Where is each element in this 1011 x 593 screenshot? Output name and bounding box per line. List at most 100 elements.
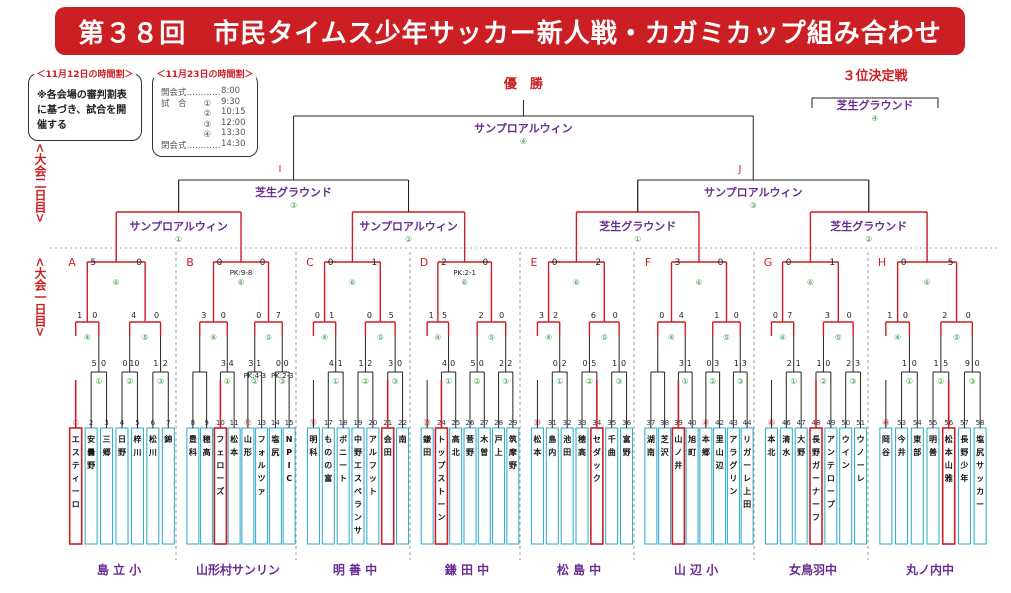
- team-name-char: 田: [423, 448, 431, 457]
- team-name-char: の: [324, 448, 332, 457]
- team-box: [854, 427, 868, 545]
- team-name-char: 北: [452, 447, 460, 457]
- team-box: [130, 427, 144, 545]
- score: 4: [442, 359, 447, 368]
- score: 1: [358, 359, 363, 368]
- team-name-char: ロ: [72, 500, 80, 509]
- score: 4: [679, 311, 684, 320]
- score: 3: [742, 359, 747, 368]
- team-box: [321, 427, 335, 545]
- team-name-char: 部: [913, 447, 921, 457]
- team-name-char: 島: [548, 434, 556, 444]
- qf-venue: サンプロアルウィン: [359, 219, 458, 233]
- score: 1: [612, 359, 617, 368]
- score: 3: [388, 359, 393, 368]
- match-number: ①: [790, 377, 797, 386]
- team-name-char: 明: [929, 435, 937, 444]
- page-title: 第３８回 市民タイムス少年サッカー新人戦・カガミカップ組み合わせ: [55, 7, 965, 55]
- score: 1: [153, 359, 158, 368]
- team-name-char: 科: [309, 447, 317, 457]
- team-name-char: ス: [437, 474, 445, 483]
- team-box: [794, 427, 808, 545]
- team-name-char: 筑: [509, 434, 517, 444]
- team-box: [910, 427, 924, 545]
- team-name-char: 南: [647, 447, 655, 457]
- score: 0: [101, 359, 106, 368]
- third-place-label: ３位決定戦: [842, 68, 908, 84]
- score: 0: [613, 311, 618, 320]
- team-name-char: 野: [466, 448, 474, 457]
- team-name-char: 富: [623, 434, 631, 444]
- score: 3: [679, 359, 684, 368]
- group-letter: B: [186, 256, 194, 269]
- team-box: [449, 427, 463, 545]
- team-name-char: 大: [797, 434, 805, 444]
- match-number: ④: [321, 333, 328, 342]
- group-letter: A: [68, 256, 76, 269]
- team-box: [685, 427, 699, 545]
- team-box: [726, 427, 740, 545]
- team-name-char: 谷: [881, 447, 891, 457]
- team-name-char: 塩: [976, 434, 984, 444]
- score: 0: [901, 258, 907, 268]
- qf-venue: 芝生グラウンド: [830, 219, 907, 233]
- team-name-char: 本: [944, 447, 953, 457]
- team-name-char: ン: [729, 487, 737, 496]
- team-name-char: の: [324, 461, 332, 470]
- team-name-char: 松: [230, 434, 238, 444]
- team-name-char: 菅: [466, 434, 474, 444]
- team-name-char: レ: [743, 474, 751, 483]
- team-name-char: 高: [452, 434, 460, 444]
- team-name-char: 曽: [480, 447, 488, 457]
- team-box: [306, 427, 320, 545]
- team-name-char: 芝: [661, 434, 669, 444]
- team-name-char: グ: [729, 460, 737, 470]
- team-name-char: ロ: [827, 474, 835, 483]
- team-name-char: サ: [354, 526, 362, 535]
- schedule-row: 開会式…………8:00: [161, 86, 251, 98]
- match-number: ⑥: [573, 278, 580, 287]
- team-box: [506, 427, 520, 545]
- team-name-char: フ: [812, 513, 820, 522]
- team-name-char: 山: [945, 460, 953, 470]
- team-name-char: 今: [897, 434, 906, 444]
- team-name-char: 曲: [608, 447, 616, 457]
- team-name-char: 三: [103, 435, 111, 444]
- team-name-char: ダ: [593, 447, 601, 457]
- schedule-row-label: ②: [161, 109, 212, 119]
- sf-venue: 芝生グラウンド: [255, 185, 332, 199]
- match-number: ①: [332, 377, 339, 386]
- match-number: ④: [434, 333, 441, 342]
- score: 3: [825, 311, 830, 320]
- score: 0: [718, 258, 724, 268]
- team-box: [713, 427, 727, 545]
- match-number: ①: [445, 377, 452, 386]
- score: 5: [943, 359, 948, 368]
- team-name-char: 旭: [687, 434, 696, 444]
- score: 9: [965, 359, 970, 368]
- team-name-char: 井: [674, 460, 682, 470]
- match-number: ⑥: [349, 278, 356, 287]
- group-letter: D: [420, 256, 428, 269]
- team-name-char: 高: [578, 447, 586, 457]
- team-name-char: リ: [729, 474, 737, 483]
- score: 2: [846, 359, 851, 368]
- match-number: ①: [906, 377, 913, 386]
- score: 2: [163, 359, 168, 368]
- team-name-char: 野: [812, 448, 820, 457]
- team-name-char: ト: [339, 474, 347, 483]
- score: 6: [591, 311, 596, 320]
- match-number: ⑤: [723, 333, 730, 342]
- team-name-char: 本: [701, 434, 710, 444]
- match-number: ⑤: [377, 333, 384, 342]
- team-box: [420, 427, 434, 545]
- team-name-char: ノ: [674, 448, 682, 457]
- day2-label-text: <大会二日目>: [33, 143, 47, 224]
- match-number: ②: [126, 377, 133, 386]
- sf-number: ③: [290, 201, 297, 210]
- team-name-char: 本: [532, 447, 541, 457]
- team-name-char: 上: [743, 486, 751, 496]
